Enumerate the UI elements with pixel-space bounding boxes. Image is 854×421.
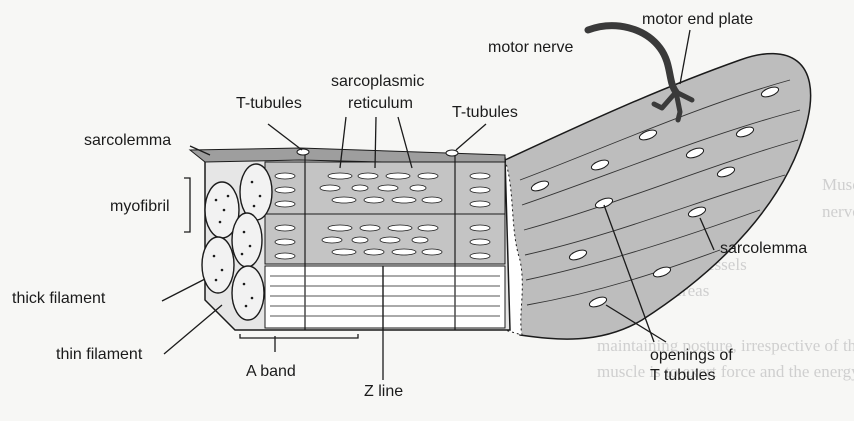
label-thin-filament: thin filament [56,346,143,363]
label-motor-end-plate: motor end plate [642,11,753,28]
motor-nerve [588,26,676,92]
label-a-band: A band [246,363,296,380]
label-sarcoplasmic: sarcoplasmic [331,73,424,90]
label-t-tubules-openings: T tubules [650,367,716,384]
label-t-tubules-right: T-tubules [452,104,518,121]
bg-text-line1: Muscle [822,175,854,194]
label-motor-nerve: motor nerve [488,39,573,56]
myofibril-lower [265,266,505,328]
label-openings-of: openings of [650,347,733,364]
label-sarcolemma-right: sarcolemma [720,240,807,257]
label-z-line: Z line [364,383,403,400]
label-reticulum: reticulum [348,95,413,112]
a-band-bracket [240,334,358,338]
bg-text-line6: muscle is to exert force and the energy … [597,362,854,381]
bg-text-line2: nervous [822,202,854,221]
label-myofibril: myofibril [110,198,170,215]
label-t-tubules-left: T-tubules [236,95,302,112]
label-sarcolemma-left: sarcolemma [84,132,171,149]
label-thick-filament: thick filament [12,290,106,307]
